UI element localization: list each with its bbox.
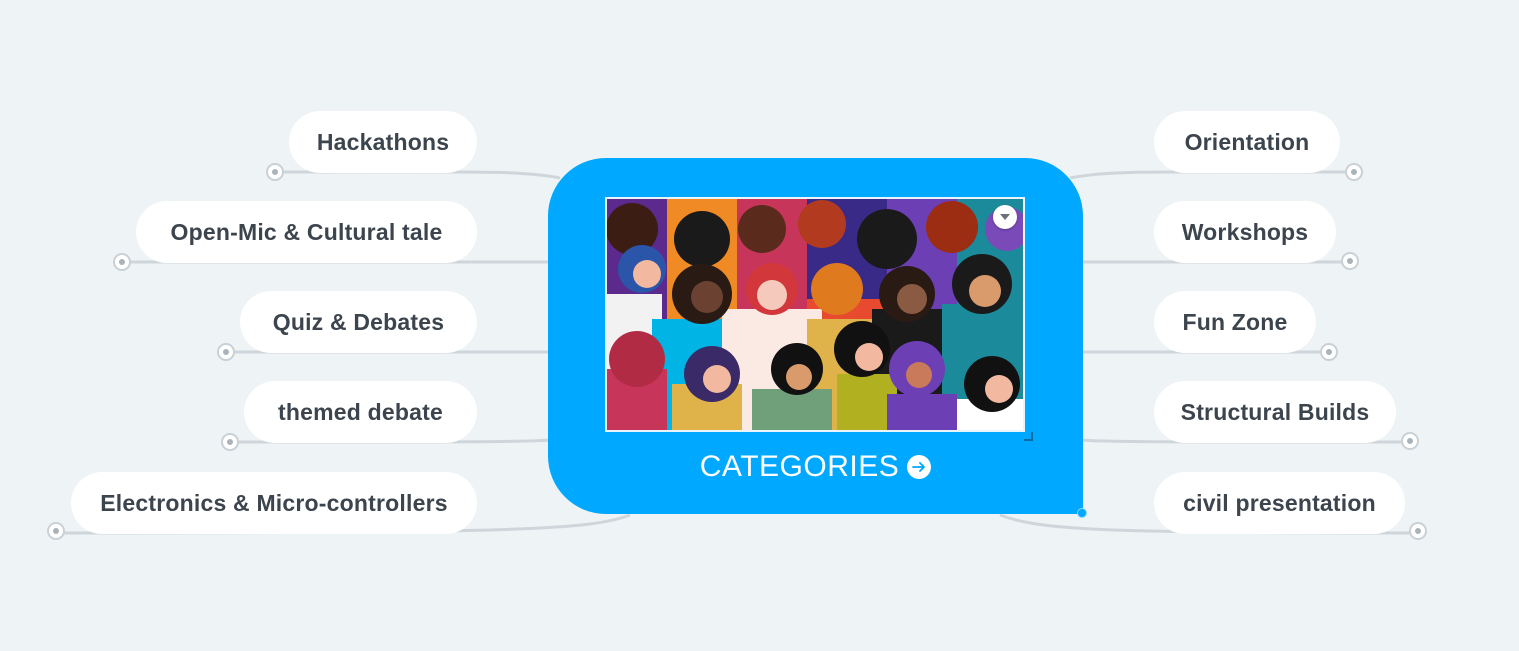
central-topic-image — [605, 197, 1025, 432]
topic-civil-presentation[interactable]: civil presentation — [1154, 472, 1405, 534]
collapse-toggle-icon[interactable] — [221, 433, 239, 451]
central-topic-title: CATEGORIES — [699, 450, 900, 483]
arrow-right-circle-icon[interactable] — [907, 455, 932, 479]
image-resize-handle[interactable] — [1024, 432, 1033, 441]
topic-fun-zone[interactable]: Fun Zone — [1154, 291, 1316, 353]
collapse-toggle-icon[interactable] — [1401, 432, 1419, 450]
collapse-toggle-icon[interactable] — [1341, 252, 1359, 270]
topic-themed-debate[interactable]: themed debate — [244, 381, 477, 443]
topic-hackathons[interactable]: Hackathons — [289, 111, 477, 173]
image-menu-chevron-icon[interactable] — [993, 205, 1017, 229]
topic-open-mic[interactable]: Open-Mic & Cultural tale — [136, 201, 477, 263]
central-topic-corner-handle[interactable] — [1077, 508, 1087, 518]
collapse-toggle-icon[interactable] — [113, 253, 131, 271]
collapse-toggle-icon[interactable] — [1320, 343, 1338, 361]
people-illustration — [607, 199, 1023, 430]
central-topic[interactable]: CATEGORIES — [548, 158, 1087, 518]
collapse-toggle-icon[interactable] — [1345, 163, 1363, 181]
collapse-toggle-icon[interactable] — [217, 343, 235, 361]
topic-workshops[interactable]: Workshops — [1154, 201, 1336, 263]
collapse-toggle-icon[interactable] — [266, 163, 284, 181]
collapse-toggle-icon[interactable] — [1409, 522, 1427, 540]
topic-quiz-debates[interactable]: Quiz & Debates — [240, 291, 477, 353]
topic-electronics[interactable]: Electronics & Micro-controllers — [71, 472, 477, 534]
topic-orientation[interactable]: Orientation — [1154, 111, 1340, 173]
collapse-toggle-icon[interactable] — [47, 522, 65, 540]
topic-structural-builds[interactable]: Structural Builds — [1154, 381, 1396, 443]
